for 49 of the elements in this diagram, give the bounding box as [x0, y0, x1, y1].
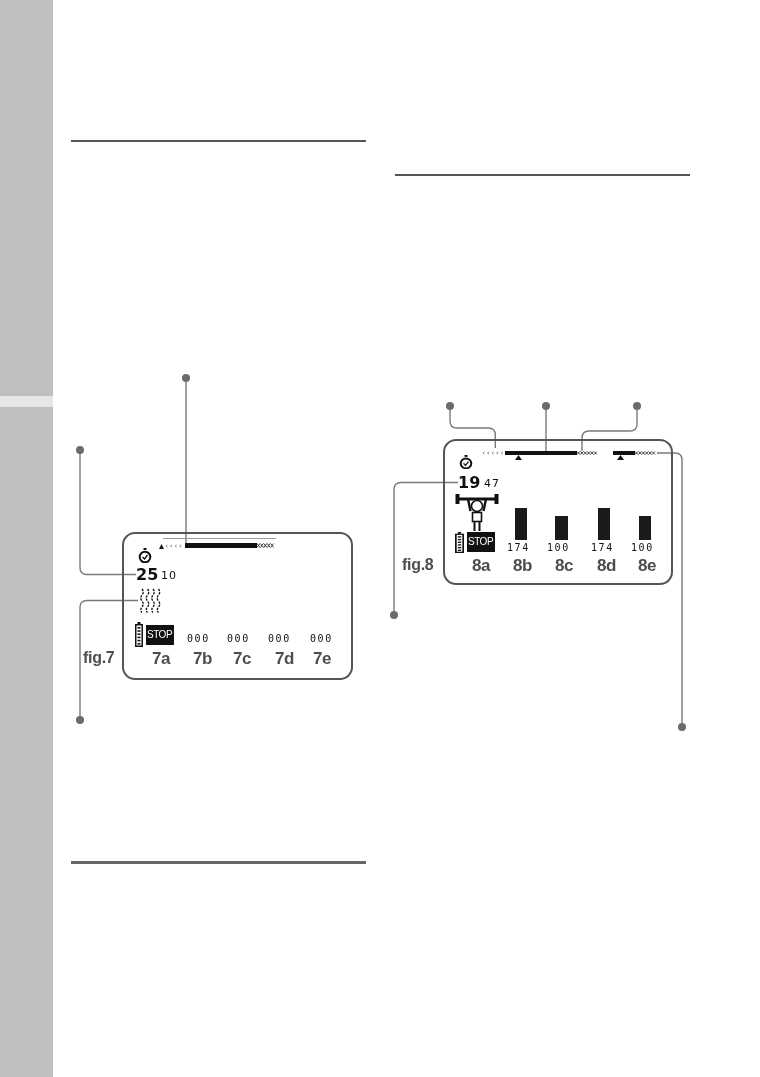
channel-label: 7c: [233, 650, 251, 667]
leader-dot: [633, 402, 641, 410]
channel-label: 8e: [638, 557, 656, 574]
progress-bar: [613, 451, 657, 455]
leader-line: [393, 481, 459, 612]
channel-label: 7a: [152, 650, 170, 667]
stop-indicator: STOP: [467, 532, 495, 552]
leader-line: [449, 409, 496, 449]
figure-label: fig.8: [402, 557, 434, 573]
timer-seconds: 47: [484, 478, 500, 489]
leader-dot: [76, 446, 84, 454]
leader-line: [581, 409, 638, 452]
leader-dot: [446, 402, 454, 410]
figure-label: fig.7: [83, 650, 115, 666]
leader-dot: [542, 402, 550, 410]
channel-label: 8d: [597, 557, 616, 574]
channel-label: 8b: [513, 557, 532, 574]
cross-pattern-segment: [577, 451, 597, 455]
leader-line: [545, 409, 547, 452]
progress-bar: [165, 543, 276, 548]
channel-label: 7b: [193, 650, 212, 667]
timer-seconds: 10: [161, 570, 177, 581]
count-value: 174: [507, 543, 530, 553]
leader-dot: [182, 374, 190, 382]
count-value: 000: [187, 634, 210, 644]
chevron-segment: [482, 448, 505, 455]
channel-label: 7d: [275, 650, 294, 667]
stop-indicator: STOP: [146, 625, 174, 645]
leader-dot: [76, 716, 84, 724]
count-value: 000: [310, 634, 333, 644]
lcd-screen: [443, 439, 673, 585]
count-value: 000: [268, 634, 291, 644]
count-value: 174: [591, 543, 614, 553]
leader-line: [185, 381, 187, 544]
channel-label: 7e: [313, 650, 331, 667]
count-value: 000: [227, 634, 250, 644]
timer-minutes: 19: [458, 475, 481, 491]
lcd-screen: [122, 532, 353, 680]
leader-dot: [678, 723, 686, 731]
leader-dot: [390, 611, 398, 619]
channel-label: 8a: [472, 557, 490, 574]
leader-line: [79, 599, 139, 717]
leader-line: [79, 453, 137, 576]
leader-line: [656, 452, 683, 724]
timer-minutes: 25: [136, 567, 159, 583]
count-value: 100: [631, 543, 654, 553]
wavy-lines-icon: [138, 588, 163, 613]
count-value: 100: [547, 543, 570, 553]
channel-label: 8c: [555, 557, 573, 574]
